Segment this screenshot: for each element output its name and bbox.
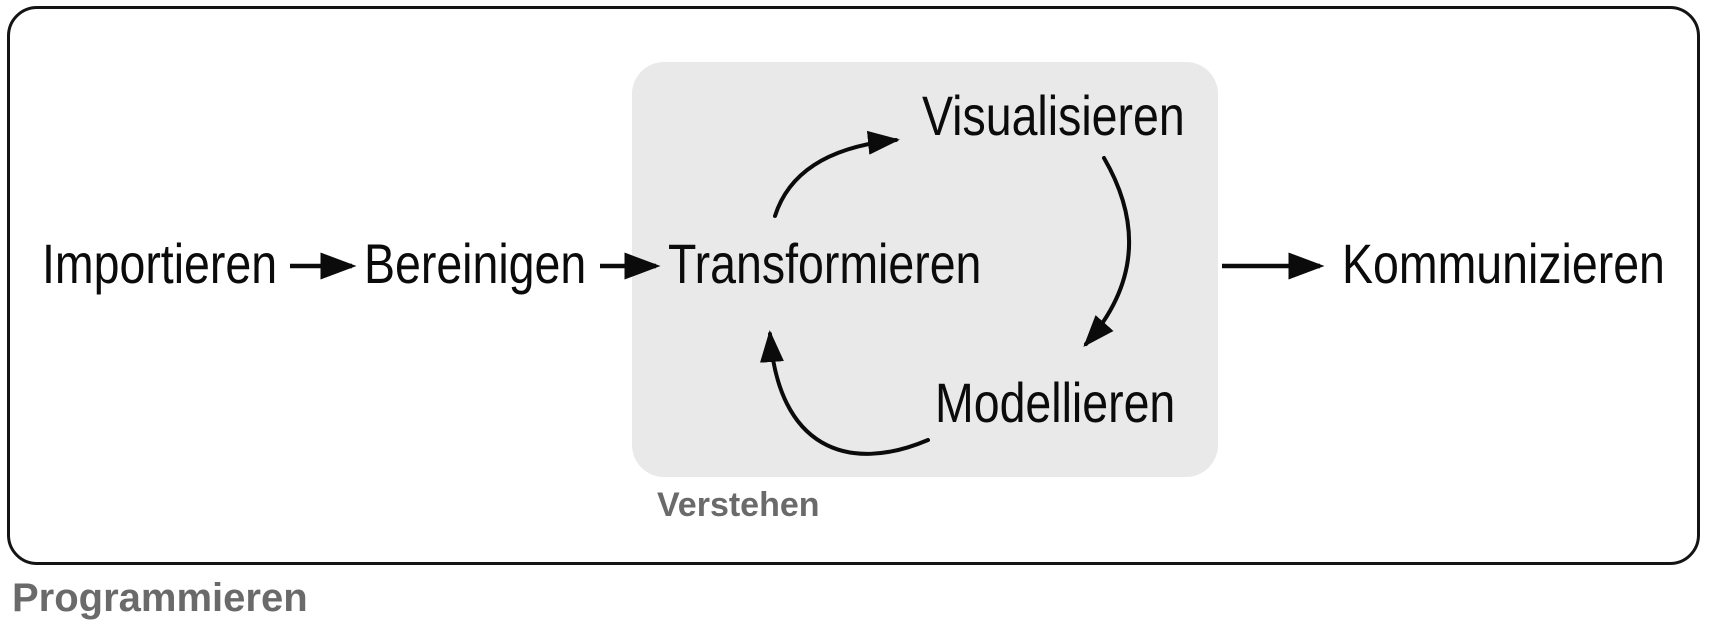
programming-boundary-label: Programmieren bbox=[12, 576, 308, 620]
node-import: Importieren bbox=[42, 232, 278, 295]
node-transform: Transformieren bbox=[668, 232, 982, 295]
node-communicate: Kommunizieren bbox=[1342, 232, 1665, 295]
understand-group-label: Verstehen bbox=[657, 486, 820, 524]
programming-boundary-box bbox=[7, 6, 1700, 565]
node-visualise: Visualisieren bbox=[922, 84, 1185, 147]
node-tidy: Bereinigen bbox=[364, 232, 587, 295]
node-model: Modellieren bbox=[935, 371, 1176, 434]
